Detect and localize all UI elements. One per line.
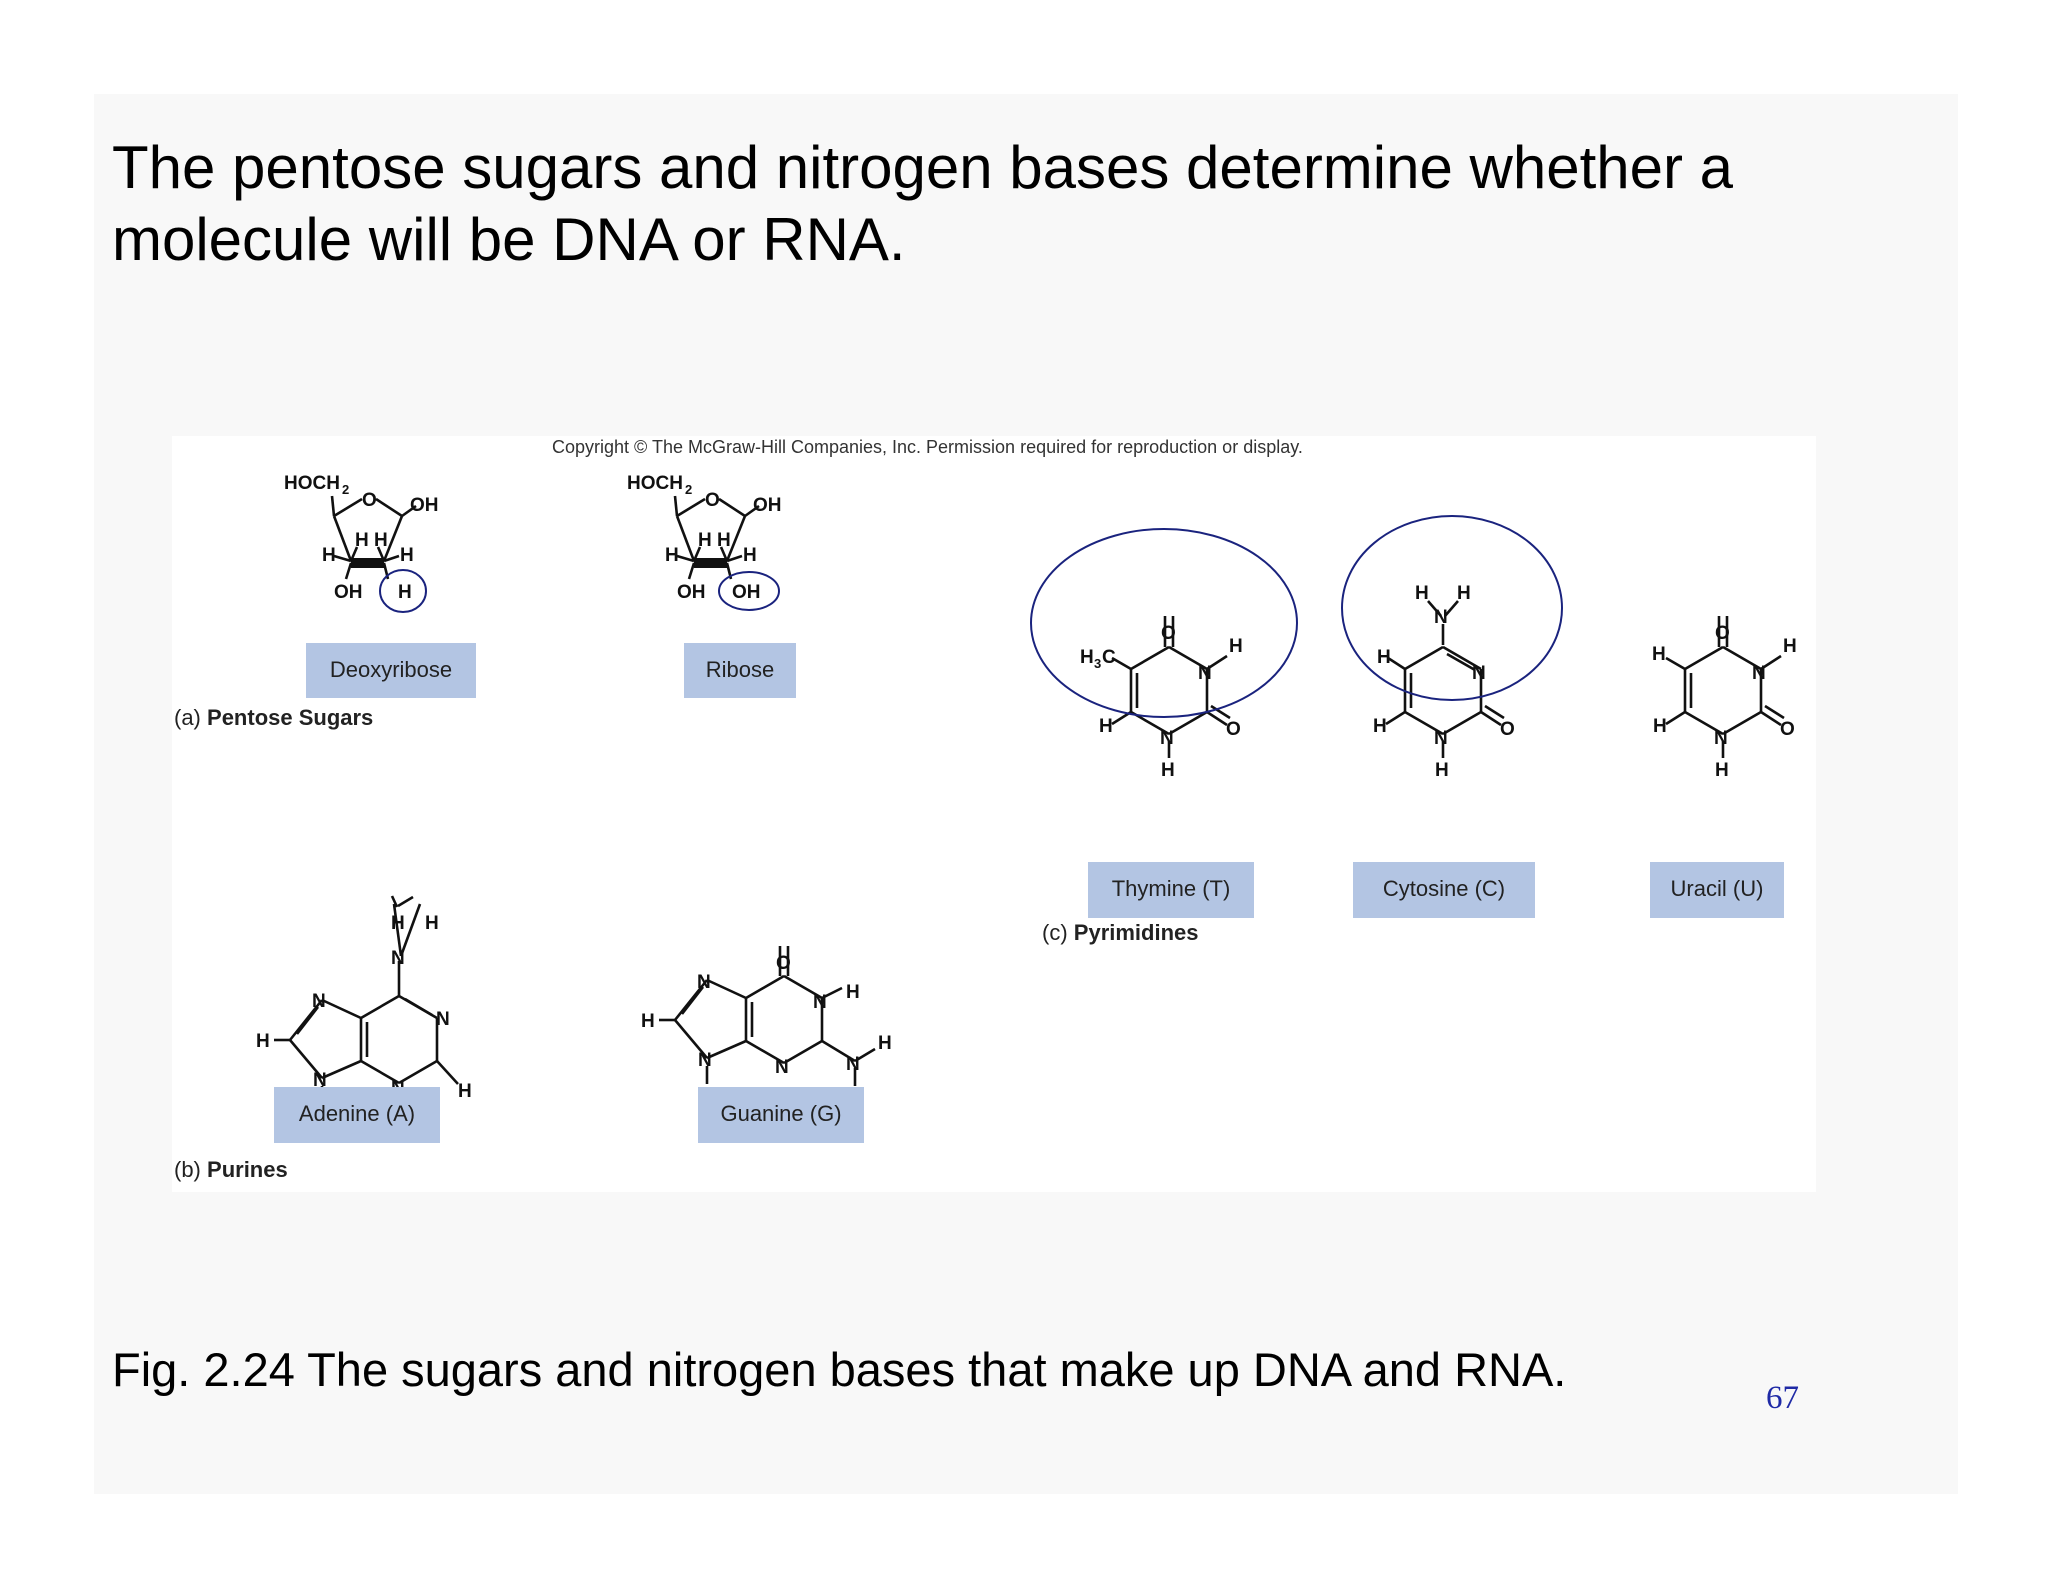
uracil-structure: O N H N O H H H [1652, 616, 1797, 781]
cytosine-structure: H H N N N O H H H [1373, 583, 1515, 781]
svg-text:H: H [1099, 716, 1113, 737]
copyright-notice: Copyright © The McGraw-Hill Companies, I… [552, 437, 1303, 457]
svg-text:O: O [1161, 623, 1176, 644]
figure-background [172, 436, 1816, 1192]
svg-text:H: H [398, 582, 412, 603]
svg-text:O: O [776, 953, 791, 974]
ribose-label: Ribose [706, 657, 774, 682]
thymine-label: Thymine (T) [1112, 876, 1231, 901]
svg-text:H: H [1653, 716, 1667, 737]
slide-title: The pentose sugars and nitrogen bases de… [112, 134, 1734, 273]
highlight-circle-thymine-methyl [1030, 528, 1298, 718]
svg-text:N: N [1714, 728, 1728, 749]
svg-text:H: H [878, 1033, 892, 1054]
svg-text:N: N [775, 1057, 789, 1078]
svg-text:H: H [1652, 644, 1666, 665]
section-a-heading: (a) Pentose Sugars [174, 705, 373, 730]
page-number: 67 [1766, 1380, 1799, 1416]
svg-text:H: H [1783, 636, 1797, 657]
svg-text:N: N [846, 1054, 860, 1075]
svg-text:O: O [1500, 719, 1515, 740]
svg-text:H: H [1457, 583, 1471, 604]
svg-text:N: N [697, 972, 711, 993]
svg-text:C: C [1102, 647, 1116, 668]
svg-text:3: 3 [1094, 656, 1101, 671]
section-c-heading: (c) Pyrimidines [1042, 920, 1199, 945]
svg-text:N: N [1434, 728, 1448, 749]
svg-text:O: O [1226, 719, 1241, 740]
adenine-label: Adenine (A) [299, 1101, 415, 1126]
deoxyribose-label-box [306, 643, 476, 698]
uracil-label: Uracil (U) [1671, 876, 1764, 901]
slide: The pentose sugars and nitrogen bases de… [94, 94, 1958, 1494]
deoxyribose-label: Deoxyribose [330, 657, 452, 682]
highlight-circle-cytosine-amine [1341, 515, 1563, 701]
svg-text:N: N [391, 948, 405, 969]
svg-text:H: H [1080, 647, 1094, 668]
highlight-circle-ribose-oh [718, 571, 780, 611]
cytosine-label: Cytosine (C) [1383, 876, 1505, 901]
svg-text:N: N [1752, 663, 1766, 684]
svg-text:N: N [313, 1070, 327, 1091]
svg-text:H: H [641, 1011, 655, 1032]
svg-text:H: H [425, 913, 439, 934]
thymine-label-box [1088, 862, 1254, 918]
svg-text:N: N [698, 1050, 712, 1071]
svg-text:H: H [256, 1031, 270, 1052]
svg-text:H: H [458, 1081, 472, 1102]
cytosine-label-box [1353, 862, 1535, 918]
deoxyribose-structure: H [284, 473, 439, 613]
svg-text:N: N [436, 1009, 450, 1030]
svg-text:H: H [1161, 760, 1175, 781]
section-b-heading: (b) Purines [174, 1157, 288, 1182]
svg-text:H: H [391, 913, 405, 934]
svg-text:H: H [1377, 647, 1391, 668]
ribose-structure: OH [627, 473, 782, 611]
svg-text:H: H [1435, 760, 1449, 781]
adenine-structure: H H N N N N N H H [256, 895, 472, 1128]
svg-text:O: O [1715, 623, 1730, 644]
svg-text:N: N [1434, 607, 1448, 628]
guanine-label-box [698, 1087, 864, 1143]
svg-text:H: H [1715, 760, 1729, 781]
svg-text:N: N [1472, 663, 1486, 684]
figure: HOCH2 O OH H H H H OH Copyright © The Mc… [172, 436, 1816, 1192]
ribose-label-box [684, 643, 796, 698]
figure-caption: Fig. 2.24 The sugars and nitrogen bases … [112, 1343, 1567, 1396]
uracil-label-box [1650, 862, 1784, 918]
svg-text:N: N [1160, 728, 1174, 749]
svg-text:N: N [312, 991, 326, 1012]
highlight-circle-deoxyribose-h [379, 569, 427, 613]
svg-text:OH: OH [732, 582, 761, 603]
svg-text:O: O [1780, 719, 1795, 740]
svg-text:H: H [1415, 583, 1429, 604]
svg-text:H: H [1373, 716, 1387, 737]
svg-text:N: N [813, 992, 827, 1013]
svg-text:N: N [1198, 663, 1212, 684]
svg-text:H: H [846, 982, 860, 1003]
guanine-label: Guanine (G) [720, 1101, 841, 1126]
svg-text:H: H [1229, 636, 1243, 657]
adenine-label-box [274, 1087, 440, 1143]
